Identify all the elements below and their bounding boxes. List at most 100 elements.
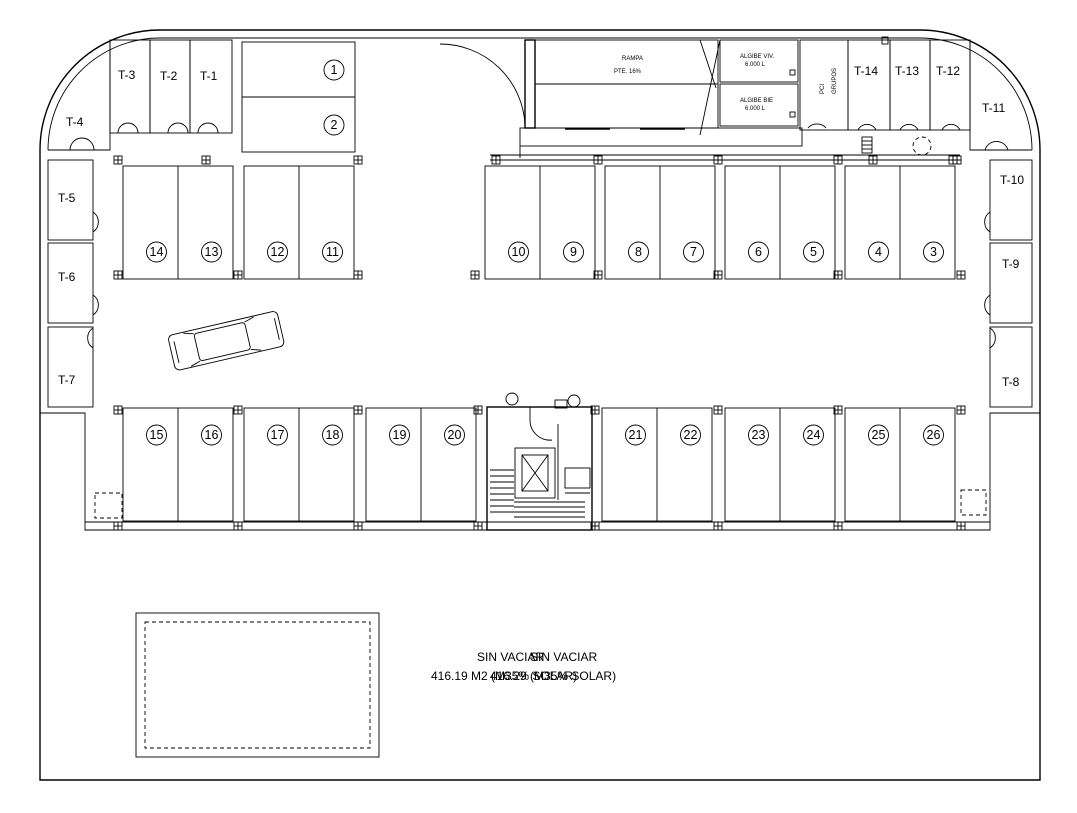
svg-text:2: 2 (331, 118, 338, 132)
parking-space-2: 2 (323, 114, 345, 136)
parking-space-number: 25 (872, 428, 886, 442)
moto-spaces-block (241, 41, 356, 153)
svg-text:1: 1 (331, 63, 338, 77)
parking-space-number: 8 (635, 245, 642, 259)
storage-label-t9: T-9 (1002, 257, 1020, 271)
column-marker (353, 405, 363, 415)
unexcavated-area-outer (135, 612, 380, 758)
storage-block-right (984, 159, 1033, 408)
unexcavated-label-1: SIN VACIAR (477, 650, 544, 664)
parking-space-23: 23 (748, 424, 769, 446)
tank-viv-capacity: 6.000 L (745, 62, 766, 68)
column-marker (470, 270, 480, 280)
parking-space-6: 6 (748, 241, 769, 263)
parking-space-number: 24 (807, 428, 821, 442)
tank-bie-capacity: 6.000 L (745, 106, 766, 112)
column-marker (833, 155, 843, 165)
column-marker (713, 521, 723, 531)
pci-room-label: PCI (820, 84, 826, 94)
parking-space-number: 4 (875, 245, 882, 259)
column-marker (233, 521, 243, 531)
column-marker (593, 155, 603, 165)
column-marker (353, 155, 363, 165)
entrance-door-swing (439, 43, 526, 126)
stair-treads (490, 469, 585, 523)
parking-space-5: 5 (803, 241, 824, 263)
column-marker (956, 521, 966, 531)
storage-label-t8: T-8 (1002, 375, 1020, 389)
column-marker (833, 405, 843, 415)
parking-space-8: 8 (628, 241, 649, 263)
vent-shaft-left (94, 492, 123, 519)
parking-space-number: 21 (629, 428, 643, 442)
parking-space-21: 21 (625, 424, 646, 446)
parking-space-number: 5 (810, 245, 817, 259)
column-marker (713, 155, 723, 165)
column-marker (113, 270, 123, 280)
parking-space-19: 19 (389, 424, 410, 446)
parking-space-10: 10 (508, 241, 529, 263)
parking-space-number: 18 (326, 428, 340, 442)
storage-label-t3: T-3 (118, 68, 136, 82)
parking-space-14: 14 (146, 241, 167, 263)
ramp-slope: PTE. 16% (614, 69, 642, 75)
column-marker (113, 405, 123, 415)
building-outline (39, 29, 1041, 781)
parking-space-number: 13 (205, 245, 219, 259)
column-marker (956, 405, 966, 415)
column-marker (353, 270, 363, 280)
parking-space-1: 1 (323, 59, 345, 81)
column-marker (233, 270, 243, 280)
parking-space-number: 16 (205, 428, 219, 442)
parking-space-4: 4 (868, 241, 889, 263)
storage-label-t6: T-6 (58, 270, 76, 284)
parking-space-number: 14 (150, 245, 164, 259)
column-marker (713, 405, 723, 415)
parking-space-9: 9 (563, 241, 584, 263)
column-marker (233, 405, 243, 415)
parking-space-number: 15 (150, 428, 164, 442)
parking-space-number: 23 (752, 428, 766, 442)
column-marker (833, 270, 843, 280)
parking-space-number: 11 (326, 245, 339, 259)
parking-space-number: 6 (755, 245, 762, 259)
column-marker (201, 155, 211, 165)
parking-space-number: 17 (271, 428, 285, 442)
parking-space-18: 18 (322, 424, 343, 446)
parking-space-16: 16 (201, 424, 222, 446)
unexcavated-area-inner (144, 621, 371, 749)
parking-space-12: 12 (267, 241, 288, 263)
ramp (519, 39, 803, 158)
storage-label-t12: T-12 (936, 64, 960, 78)
parking-space-25: 25 (868, 424, 889, 446)
parking-space-17: 17 (267, 424, 288, 446)
vent-shaft-right (960, 489, 987, 516)
column-marker (353, 521, 363, 531)
storage-label-t7: T-7 (58, 373, 76, 387)
column-marker (713, 270, 723, 280)
car-icon (168, 311, 285, 371)
parking-space-number: 10 (512, 245, 526, 259)
parking-space-26: 26 (923, 424, 944, 446)
storage-label-t11: T-11 (982, 101, 1005, 115)
unexcavated-area-2: 416.29 (M35% SOLAR) (490, 669, 616, 683)
structural-columns (113, 155, 966, 531)
column-marker (113, 155, 123, 165)
column-marker (956, 270, 966, 280)
pumps-room-label: GRUPOS (832, 68, 838, 94)
parking-space-11: 11 (322, 241, 343, 263)
storage-label-t2: T-2 (160, 69, 178, 83)
column-marker (113, 521, 123, 531)
stair-core (486, 392, 593, 531)
storage-label-t5: T-5 (58, 191, 76, 205)
parking-space-number: 12 (271, 245, 285, 259)
parking-space-7: 7 (683, 241, 704, 263)
storage-label-t4: T-4 (66, 115, 84, 129)
ramp-title: RAMPA (622, 56, 643, 62)
inner-perimeter-wall (47, 37, 1033, 151)
parking-space-number: 19 (393, 428, 407, 442)
column-marker (473, 405, 483, 415)
storage-block-left (47, 159, 99, 408)
